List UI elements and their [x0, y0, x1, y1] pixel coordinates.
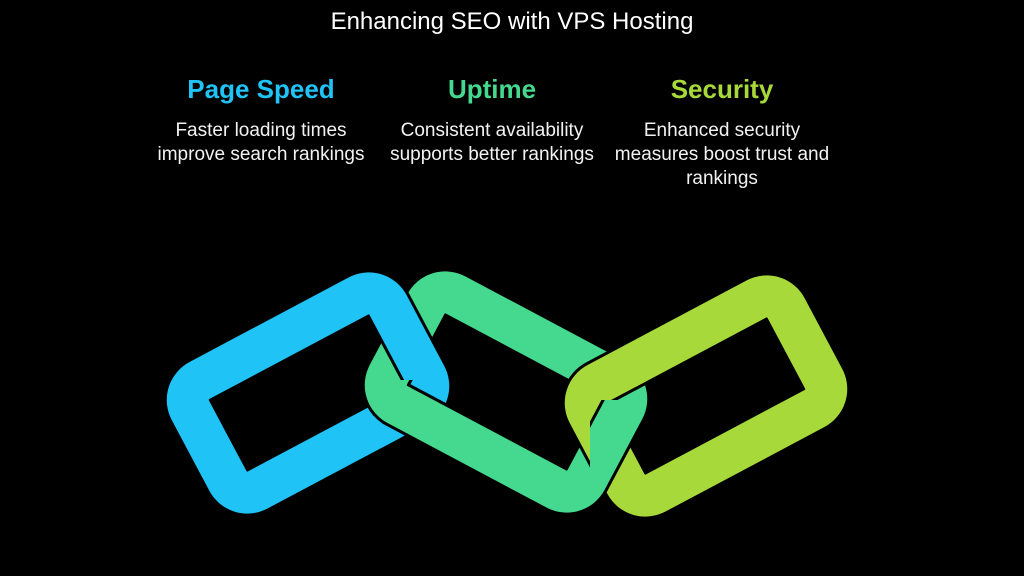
column-security: Security Enhanced security measures boos…	[602, 74, 842, 191]
column-uptime: Uptime Consistent availability supports …	[372, 74, 612, 167]
chain-overlap-green	[590, 400, 651, 510]
description-uptime: Consistent availability supports better …	[390, 120, 594, 165]
heading-uptime: Uptime	[447, 74, 537, 104]
column-page-speed: Page Speed Faster loading times improve …	[141, 74, 381, 167]
heading-security: Security	[670, 74, 774, 104]
description-page-speed: Faster loading times improve search rank…	[157, 120, 365, 165]
diagram-title: Enhancing SEO with VPS Hosting	[330, 8, 694, 35]
chain-overlap-blue	[360, 280, 440, 380]
description-security: Enhanced security measures boost trust a…	[614, 120, 830, 189]
heading-page-speed: Page Speed	[187, 74, 335, 104]
